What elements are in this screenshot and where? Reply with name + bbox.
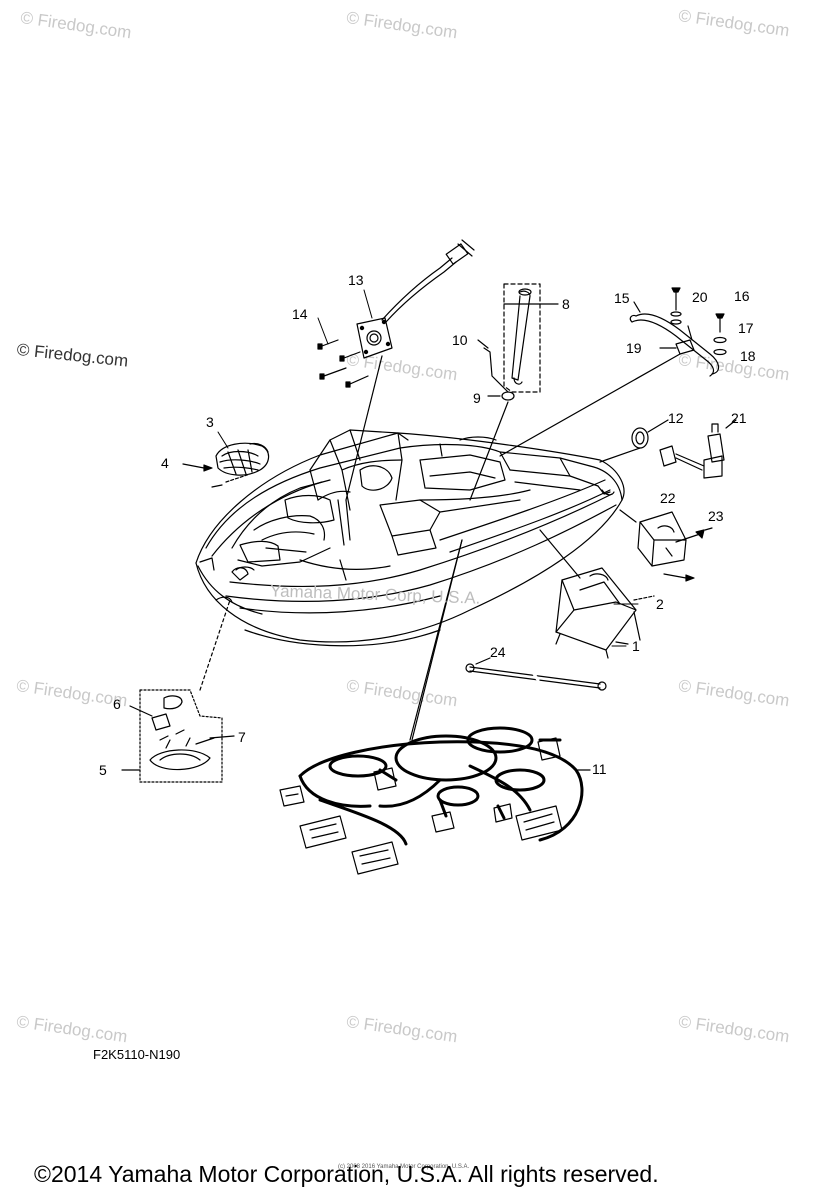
callout-18: 18 xyxy=(740,348,756,364)
figure-code: F2K5110-N190 xyxy=(93,1047,181,1062)
callout-leaders xyxy=(217,289,639,647)
callout-13: 13 xyxy=(348,272,364,288)
part-13-cover xyxy=(317,239,475,501)
callout-9: 9 xyxy=(473,390,481,406)
callout-6: 6 xyxy=(113,696,121,712)
callout-24: 24 xyxy=(490,644,506,660)
callout-2: 2 xyxy=(656,596,664,612)
callout-3: 3 xyxy=(206,414,214,430)
callout-8: 8 xyxy=(562,296,570,312)
callout-15: 15 xyxy=(614,290,630,306)
callout-21: 21 xyxy=(731,410,747,426)
callout-4: 4 xyxy=(161,455,169,471)
callout-16: 16 xyxy=(734,288,750,304)
callout-10: 10 xyxy=(452,332,468,348)
callout-22: 22 xyxy=(660,490,676,506)
part-11-connectors xyxy=(279,737,563,875)
boat-hull xyxy=(195,429,625,647)
part-8-hose xyxy=(469,283,559,501)
callout-1: 1 xyxy=(632,638,640,654)
callout-11: 11 xyxy=(592,761,607,777)
part-1-bracket xyxy=(539,529,655,659)
callout-23: 23 xyxy=(708,508,724,524)
part-21-sensor xyxy=(659,419,737,479)
part-12-grommet xyxy=(599,419,669,463)
callout-19: 19 xyxy=(626,340,642,356)
callout-5: 5 xyxy=(99,762,107,778)
callout-17: 17 xyxy=(738,320,754,336)
part-15-rail xyxy=(499,287,727,457)
callout-7: 7 xyxy=(238,729,246,745)
part-5-drain-assembly xyxy=(121,599,235,783)
part-3-speaker xyxy=(182,442,270,488)
fine-print: (c) 2008 2016 Yamaha Motor Corporation, … xyxy=(338,1164,470,1170)
callout-14: 14 xyxy=(292,306,308,322)
copyright-notice: ©2014 Yamaha Motor Corporation, U.S.A. A… xyxy=(34,1161,659,1187)
part-22-box xyxy=(619,509,713,582)
part-24-rod xyxy=(465,657,607,691)
callout-20: 20 xyxy=(692,289,708,305)
callout-12: 12 xyxy=(668,410,684,426)
leader-11b xyxy=(411,539,463,741)
